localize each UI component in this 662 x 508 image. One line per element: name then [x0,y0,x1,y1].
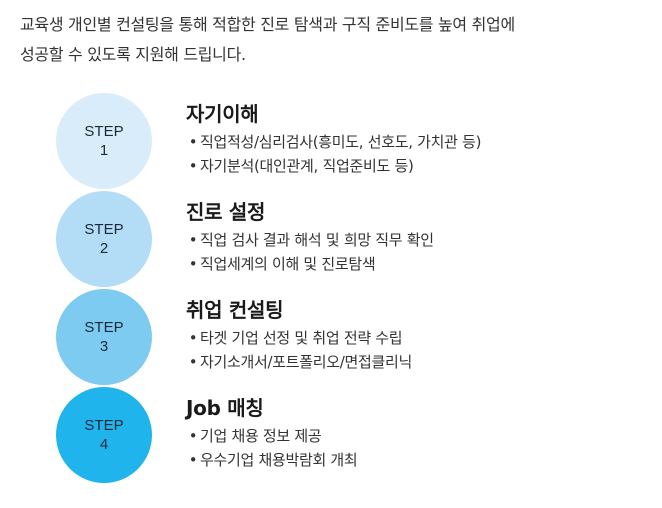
step-2-content: 진로 설정 •직업 검사 결과 해석 및 희망 직무 확인 •직업세계의 이해 … [186,199,646,276]
step-1-item-2: •자기분석(대인관계, 직업준비도 등) [186,154,646,178]
intro-line-1: 교육생 개인별 컨설팅을 통해 적합한 진로 탐색과 구직 준비도를 높여 취업… [20,15,515,34]
step-2-title: 진로 설정 [186,200,266,224]
step-2: STEP 2 진로 설정 •직업 검사 결과 해석 및 희망 직무 확인 •직업… [56,191,656,289]
step-3-item-2-text: 자기소개서/포트폴리오/면접클리닉 [200,353,413,371]
step-4-item-2: •우수기업 채용박람회 개최 [186,448,646,472]
bullet-icon: • [188,427,198,445]
step-3: STEP 3 취업 컨설팅 •타겟 기업 선정 및 취업 전략 수립 •자기소개… [56,289,656,387]
step-3-item-1-text: 타겟 기업 선정 및 취업 전략 수립 [200,329,403,347]
intro-text: 교육생 개인별 컨설팅을 통해 적합한 진로 탐색과 구직 준비도를 높여 취업… [20,10,650,70]
bullet-icon: • [188,157,198,175]
step-2-item-1: •직업 검사 결과 해석 및 희망 직무 확인 [186,228,646,252]
step-3-title: 취업 컨설팅 [186,298,284,322]
step-4-item-1-text: 기업 채용 정보 제공 [200,427,322,445]
bullet-icon: • [188,133,198,151]
step-4-label: STEP [84,417,124,434]
step-1-circle: STEP 1 [56,93,152,189]
step-2-item-2-text: 직업세계의 이해 및 진로탐색 [200,255,376,273]
step-2-item-2: •직업세계의 이해 및 진로탐색 [186,252,646,276]
bullet-icon: • [188,353,198,371]
intro-line-2: 성공할 수 있도록 지원해 드립니다. [20,45,246,64]
step-1-item-2-text: 자기분석(대인관계, 직업준비도 등) [200,157,414,175]
step-1-content: 자기이해 •직업적성/심리검사(흥미도, 선호도, 가치관 등) •자기분석(대… [186,101,646,178]
step-2-item-1-text: 직업 검사 결과 해석 및 희망 직무 확인 [200,231,434,249]
step-3-circle: STEP 3 [56,289,152,385]
step-3-label: STEP [84,319,124,336]
step-4-item-2-text: 우수기업 채용박람회 개최 [200,451,358,469]
step-3-item-1: •타겟 기업 선정 및 취업 전략 수립 [186,326,646,350]
step-4-title: Job 매칭 [186,396,264,420]
step-1-item-1-text: 직업적성/심리검사(흥미도, 선호도, 가치관 등) [200,133,482,151]
step-3-content: 취업 컨설팅 •타겟 기업 선정 및 취업 전략 수립 •자기소개서/포트폴리오… [186,297,646,374]
bullet-icon: • [188,231,198,249]
step-3-number: 3 [99,338,109,355]
step-1: STEP 1 자기이해 •직업적성/심리검사(흥미도, 선호도, 가치관 등) … [56,93,656,191]
step-2-label: STEP [84,221,124,238]
step-4: STEP 4 Job 매칭 •기업 채용 정보 제공 •우수기업 채용박람회 개… [56,387,656,485]
step-2-number: 2 [99,240,109,257]
step-2-circle: STEP 2 [56,191,152,287]
step-1-label: STEP [84,123,124,140]
step-4-content: Job 매칭 •기업 채용 정보 제공 •우수기업 채용박람회 개최 [186,395,646,472]
step-1-item-1: •직업적성/심리검사(흥미도, 선호도, 가치관 등) [186,130,646,154]
step-4-item-1: •기업 채용 정보 제공 [186,424,646,448]
step-3-item-2: •자기소개서/포트폴리오/면접클리닉 [186,350,646,374]
step-1-title: 자기이해 [186,102,259,126]
bullet-icon: • [188,255,198,273]
step-4-circle: STEP 4 [56,387,152,483]
step-list: STEP 1 자기이해 •직업적성/심리검사(흥미도, 선호도, 가치관 등) … [56,93,656,485]
bullet-icon: • [188,451,198,469]
step-1-number: 1 [99,142,109,159]
step-4-number: 4 [99,436,109,453]
bullet-icon: • [188,329,198,347]
